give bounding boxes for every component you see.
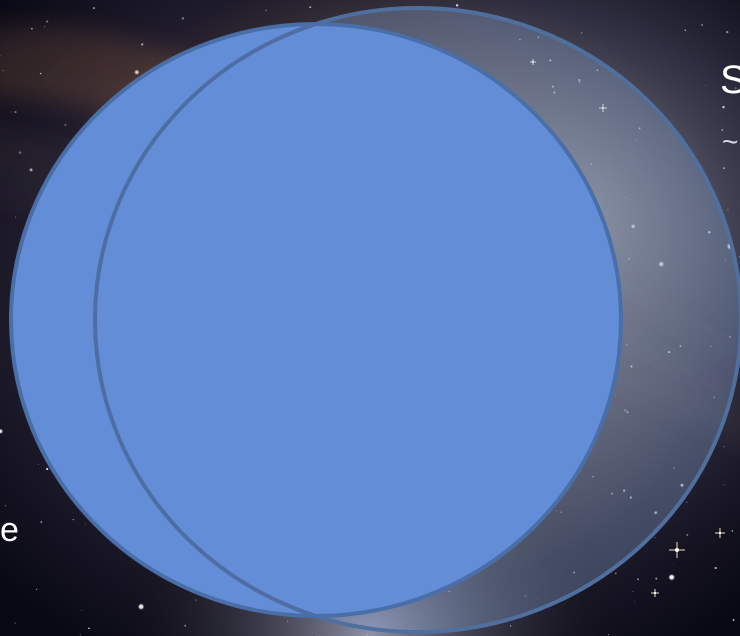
star [81, 610, 82, 611]
star [15, 622, 16, 623]
front-circle [11, 24, 621, 616]
bright-star [654, 592, 656, 594]
star [581, 32, 583, 34]
star [715, 567, 717, 569]
partial-tilde-text: ~ [722, 128, 738, 156]
star [5, 505, 6, 506]
star [14, 111, 16, 113]
star [139, 604, 144, 609]
star [19, 151, 21, 153]
partial-title-text: S [720, 60, 740, 100]
star [31, 28, 33, 30]
star [686, 534, 688, 536]
star [726, 31, 728, 33]
star [655, 578, 657, 580]
star [723, 167, 725, 169]
star [727, 209, 728, 210]
star [182, 17, 184, 19]
star [724, 484, 725, 485]
star [36, 589, 37, 590]
star [40, 73, 42, 75]
star [38, 464, 39, 465]
star [634, 601, 635, 602]
star [633, 591, 634, 592]
star [685, 29, 686, 30]
star [15, 216, 16, 217]
star [637, 578, 639, 580]
star [195, 600, 196, 601]
star [135, 70, 139, 74]
star [366, 634, 367, 635]
star [46, 468, 48, 470]
star [686, 502, 687, 503]
bright-star [719, 532, 722, 535]
star [88, 627, 90, 629]
star [510, 625, 511, 626]
star [80, 634, 81, 635]
star [184, 625, 186, 627]
star [456, 4, 458, 6]
star [30, 169, 33, 172]
star [615, 573, 616, 574]
partial-left-text: e [0, 513, 19, 547]
star [11, 112, 12, 113]
star [64, 124, 66, 126]
star [44, 26, 45, 27]
star [722, 106, 724, 108]
star [309, 6, 311, 8]
star [701, 24, 703, 26]
star [732, 530, 734, 532]
star [373, 633, 374, 634]
star [73, 519, 74, 520]
star [733, 619, 735, 621]
star [705, 85, 706, 86]
star [0, 55, 1, 56]
star [608, 634, 609, 635]
star [46, 20, 48, 22]
star [265, 10, 266, 11]
star [669, 575, 674, 580]
star [654, 537, 655, 538]
star [3, 70, 4, 71]
bright-star [675, 548, 679, 552]
star [85, 523, 86, 524]
star [93, 7, 95, 9]
star [724, 446, 725, 447]
star [41, 521, 43, 523]
star [141, 43, 143, 45]
star [287, 621, 288, 622]
star [673, 564, 674, 565]
